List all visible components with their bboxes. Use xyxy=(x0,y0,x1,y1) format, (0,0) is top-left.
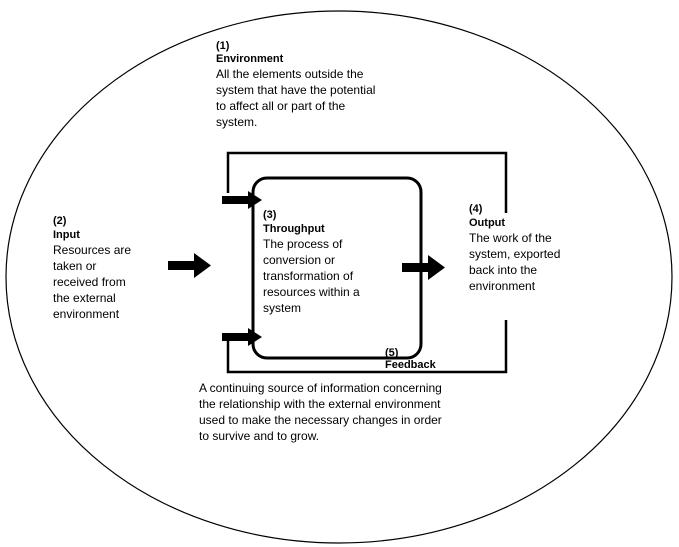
feedback-heading: (5) Feedback xyxy=(385,347,436,371)
feedback-arrow-top xyxy=(222,191,262,209)
input-number: (2) xyxy=(53,215,67,227)
input-description: Resources are taken or received from the… xyxy=(53,243,132,321)
output-number: (4) xyxy=(469,203,483,215)
throughput-label: (3) Throughput The process of conversion… xyxy=(263,208,360,316)
input-label: (2) Input Resources are taken or receive… xyxy=(53,214,131,322)
feedback-description: A continuing source of information conce… xyxy=(199,381,442,443)
environment-label: (1) Environment All the elements outside… xyxy=(216,40,375,130)
feedback-arrow-bottom xyxy=(222,328,262,346)
output-label: (4) Output The work of the system, expor… xyxy=(469,202,560,294)
feedback-title: Feedback xyxy=(385,359,436,371)
environment-description: All the elements outside the system that… xyxy=(216,67,376,129)
feedback-loop-top xyxy=(226,151,508,213)
throughput-description: The process of conversion or transformat… xyxy=(263,237,360,315)
environment-ellipse xyxy=(5,10,673,544)
input-arrow xyxy=(168,253,211,278)
environment-title: Environment xyxy=(216,53,284,65)
feedback-loop-bottom xyxy=(226,320,508,374)
throughput-title: Throughput xyxy=(263,223,325,235)
input-title: Input xyxy=(53,229,80,241)
environment-number: (1) xyxy=(216,40,230,52)
feedback-number: (5) xyxy=(385,347,399,359)
feedback-label: A continuing source of information conce… xyxy=(199,380,442,444)
output-arrow xyxy=(402,255,445,280)
throughput-number: (3) xyxy=(263,209,277,221)
output-title: Output xyxy=(469,217,506,229)
output-description: The work of the system, exported back in… xyxy=(469,231,561,293)
